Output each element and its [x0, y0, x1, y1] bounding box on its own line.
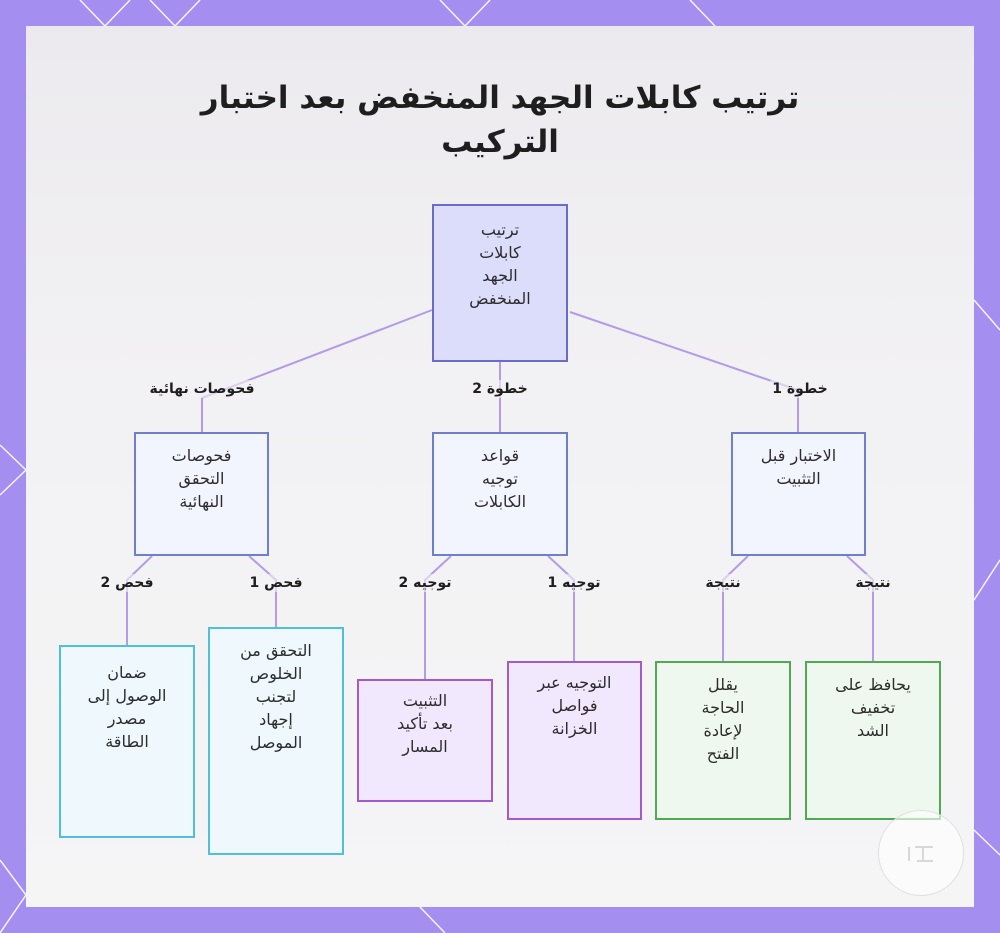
- node-routing-text: قواعد توجيه الكابلات: [473, 446, 527, 511]
- node-result-b: يقلل الحاجة لإعادة الفتح: [655, 661, 791, 820]
- node-root-text: ترتيب كابلات الجهد المنخفض: [469, 220, 531, 308]
- edge-label-final-checks: فحوصات نهائية: [147, 380, 257, 398]
- node-result-b-text: يقلل الحاجة لإعادة الفتح: [701, 675, 745, 763]
- node-final-checks-text: فحوصات التحقق النهائية: [171, 446, 232, 511]
- edge-label-result-b: نتيجة: [703, 574, 743, 592]
- edge-label-step-1: خطوة 1: [770, 380, 830, 398]
- edge-label-check-1: فحص 1: [247, 574, 305, 592]
- link-root-final: [201, 309, 433, 432]
- node-check-2-text: ضمان الوصول إلى مصدر الطاقة: [87, 663, 167, 751]
- node-route-2: التثبيت بعد تأكيد المسار: [357, 679, 493, 802]
- edge-label-route-1: توجيه 1: [545, 574, 603, 592]
- link-root-pretest: [569, 311, 799, 432]
- node-route-1-text: التوجيه عبر فواصل الخزانة: [537, 673, 612, 738]
- node-result-a-text: يحافظ على تخفيف الشد: [835, 675, 911, 740]
- node-root: ترتيب كابلات الجهد المنخفض: [432, 204, 568, 362]
- edge-label-check-2: فحص 2: [98, 574, 156, 592]
- node-route-2-text: التثبيت بعد تأكيد المسار: [397, 691, 453, 756]
- edge-label-step-2: خطوة 2: [470, 380, 530, 398]
- link-pretest-result-b: [722, 555, 749, 661]
- node-check-2: ضمان الوصول إلى مصدر الطاقة: [59, 645, 195, 838]
- node-check-1-text: التحقق من الخلوص لتجنب إجهاد الموصل: [240, 641, 312, 752]
- node-pretest: الاختبار قبل التثبيت: [731, 432, 866, 556]
- edge-label-result-a: نتيجة: [853, 574, 893, 592]
- link-pretest-result-a: [846, 555, 874, 661]
- node-result-a: يحافظ على تخفيف الشد: [805, 661, 941, 820]
- diagram-title: ترتيب كابلات الجهد المنخفض بعد اختبار ال…: [200, 80, 800, 160]
- node-final-checks: فحوصات التحقق النهائية: [134, 432, 269, 556]
- node-check-1: التحقق من الخلوص لتجنب إجهاد الموصل: [208, 627, 344, 855]
- link-final-check-2: [126, 555, 153, 645]
- node-route-1: التوجيه عبر فواصل الخزانة: [507, 661, 642, 820]
- edge-label-route-2: توجيه 2: [396, 574, 454, 592]
- company-logo-icon: [878, 810, 964, 896]
- link-routing-route-1: [547, 555, 575, 661]
- node-routing: قواعد توجيه الكابلات: [432, 432, 568, 556]
- node-pretest-text: الاختبار قبل التثبيت: [760, 446, 837, 488]
